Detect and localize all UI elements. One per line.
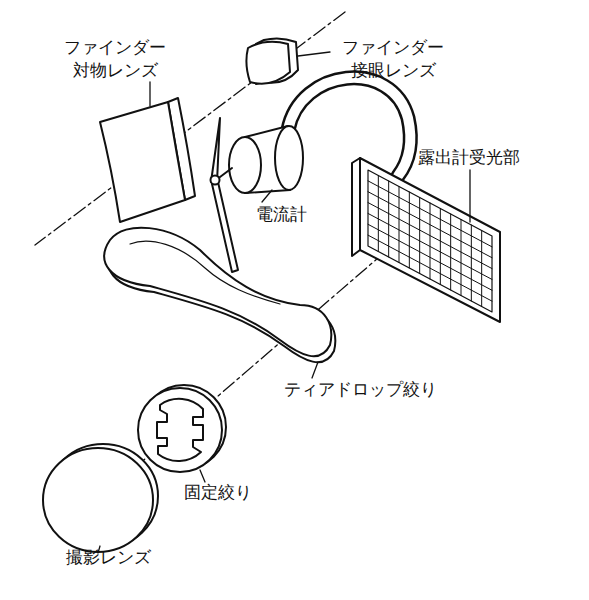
part-label: 露出計受光部 [418,146,520,169]
grid-line [368,224,492,290]
part-label: ファインダー 接眼レンズ [328,36,458,82]
teardrop-aperture [104,228,335,363]
part-label: 固定絞り [184,481,252,504]
grid-line [368,235,492,301]
part-label: 撮影レンズ [66,546,151,569]
part-label: ティアドロップ絞り [284,378,437,401]
finder-axis [35,12,345,245]
grid-line [368,192,492,258]
meter-tube [288,78,410,176]
grid-line [368,181,492,247]
grid-line [368,203,492,269]
cell-grid [368,176,492,307]
objective-lens [100,98,195,222]
grid-line [368,213,492,279]
pointer-needle [211,118,239,272]
galvanometer [216,126,303,193]
part-label: 電流計 [256,203,307,226]
eyepiece-lens [246,38,298,84]
meter-cell [352,158,500,322]
taking-lens [43,444,158,552]
part-label: ファインダー 対物レンズ [50,36,180,82]
leader-lines [98,52,470,553]
fixed-aperture [138,385,226,472]
